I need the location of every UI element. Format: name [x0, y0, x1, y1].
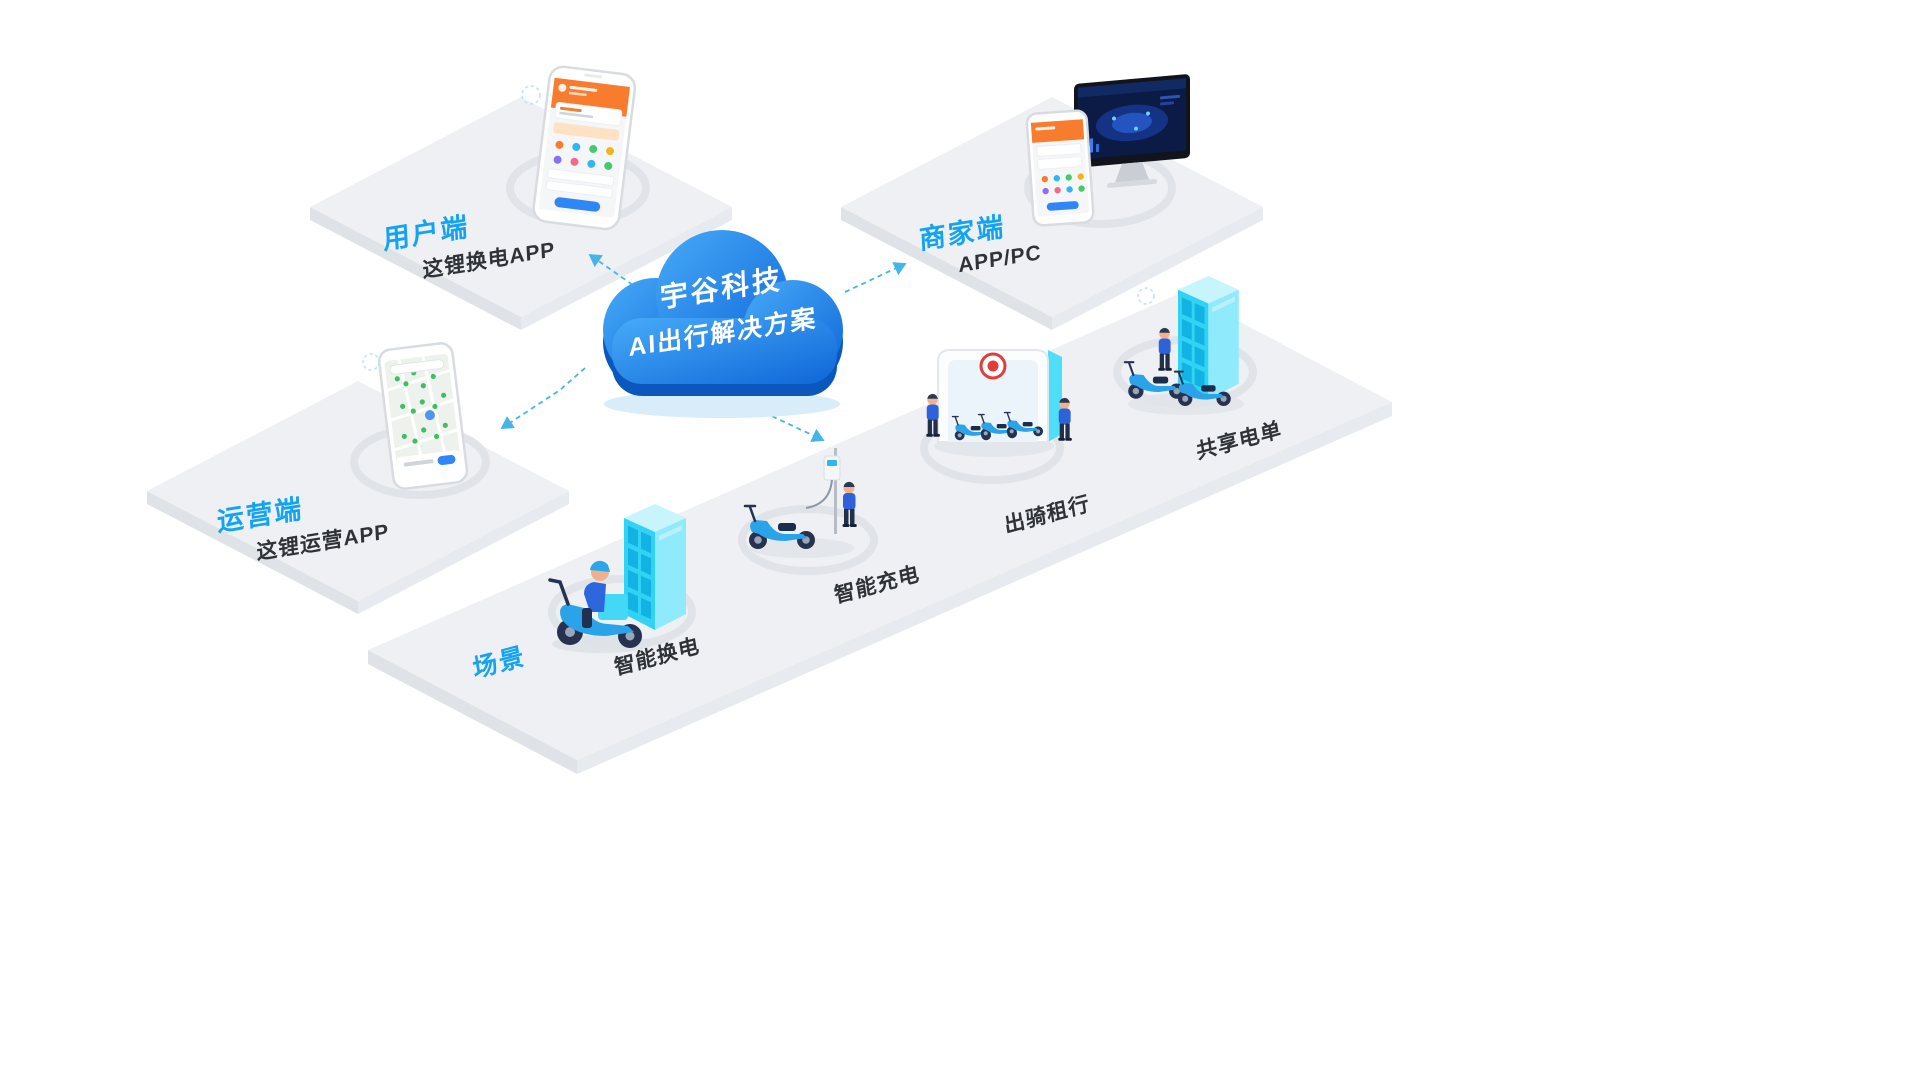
- user-app-phone-illustration: [532, 65, 637, 231]
- scene-battery-swap-illustration: [548, 504, 686, 653]
- scene-ride-rental-illustration: [926, 349, 1072, 457]
- merchant-app-phone-icon: [1025, 109, 1095, 227]
- solution-cloud-icon: [603, 230, 843, 418]
- scene-ring-smart-charging: [738, 505, 878, 575]
- sparkle-decoration: [362, 85, 1155, 371]
- arrow-to-merchant-platform: [844, 262, 907, 293]
- merchant-devices-illustration: [1025, 74, 1190, 227]
- arrow-to-operation-platform: [500, 367, 586, 429]
- scene-shared-ebike-illustration: [1123, 276, 1244, 415]
- dashboard-monitor-icon: [1074, 74, 1190, 188]
- rental-kiosk-icon: [937, 349, 1062, 443]
- operation-map-phone-illustration: [377, 342, 469, 490]
- scene-smart-charging-illustration: [743, 448, 857, 558]
